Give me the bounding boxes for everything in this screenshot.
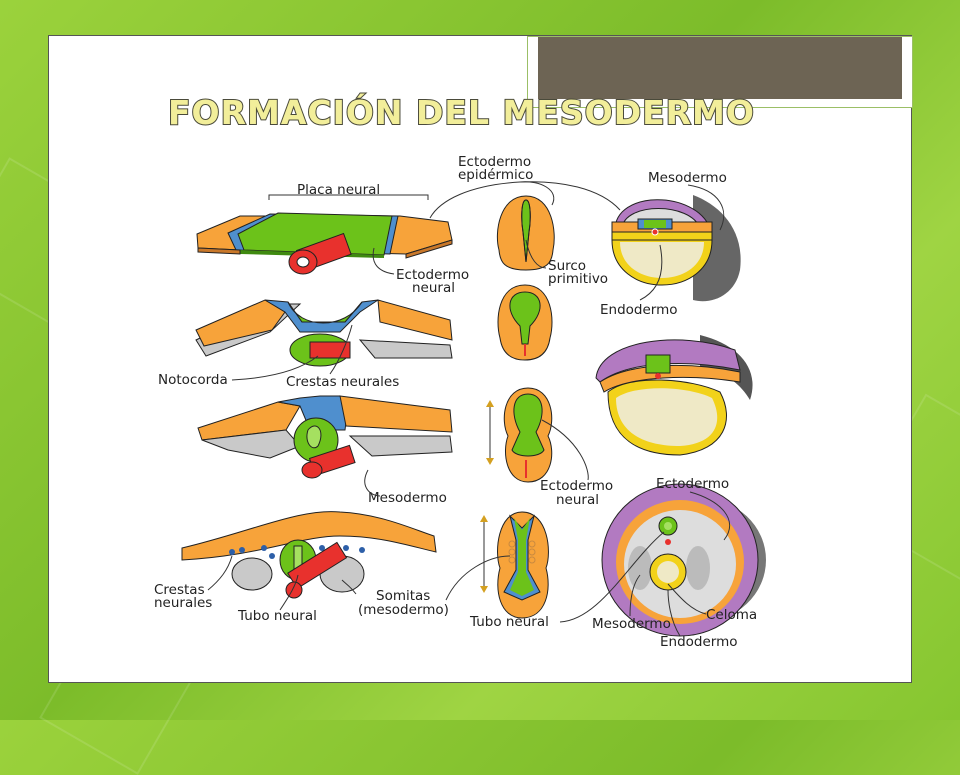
- label-ectodermo-epidermico-2: epidérmico: [458, 167, 533, 183]
- embryo-disc-4: [497, 511, 549, 619]
- notochord-tube-3: [301, 444, 356, 479]
- mesoderm-diagram: Placa neural Ectodermo epidérmico Mesode…: [154, 154, 766, 650]
- label-surco-2: primitivo: [548, 271, 608, 287]
- neural-plate-slab: [196, 212, 453, 259]
- slide-title-graphic: FORMACIÓN DEL MESODERMO: [167, 91, 755, 133]
- label-crestas-neurales-mid: Crestas neurales: [286, 374, 399, 390]
- slide-canvas: [48, 35, 913, 683]
- label-somitas-2: (mesodermo): [358, 602, 449, 618]
- label-mesodermo-bottom: Mesodermo: [592, 616, 671, 632]
- label-placa-neural: Placa neural: [297, 182, 380, 198]
- slide-title: FORMACIÓN DEL MESODERMO: [168, 92, 755, 132]
- cross-section-2: [595, 335, 753, 456]
- title-placeholder-box: [538, 37, 902, 99]
- label-ectodermo-neural-mid-1: Ectodermo: [540, 478, 613, 494]
- label-crestas-bottom-1: Crestas: [154, 582, 205, 598]
- label-tubo-neural-mid: Tubo neural: [469, 614, 549, 630]
- label-ectodermo-epidermico-1: Ectodermo: [458, 154, 531, 170]
- embryo-disc-2: [497, 284, 553, 361]
- label-celoma: Celoma: [706, 607, 757, 623]
- label-notocorda: Notocorda: [158, 372, 228, 388]
- notochord-tube: [288, 232, 352, 275]
- cross-section-3: [601, 483, 766, 637]
- label-endodermo-bottom: Endodermo: [660, 634, 738, 650]
- neural-tube-slab: [181, 511, 437, 593]
- label-ectodermo-bottom: Ectodermo: [656, 476, 729, 492]
- label-endodermo-top: Endodermo: [600, 302, 678, 318]
- embryo-disc-3: [503, 387, 553, 483]
- label-mesodermo-mid: Mesodermo: [368, 490, 447, 506]
- notochord-tube-2: [309, 341, 351, 359]
- label-somitas-1: Somitas: [376, 588, 430, 604]
- label-ectodermo-neural-top-2: neural: [412, 280, 455, 296]
- title-placeholder-tab: [527, 36, 913, 108]
- label-crestas-bottom-2: neurales: [154, 595, 212, 611]
- neural-fold-slab: [197, 395, 453, 463]
- embryo-disc-1: [496, 195, 555, 271]
- label-ectodermo-neural-mid-2: neural: [556, 492, 599, 508]
- label-tubo-neural-left: Tubo neural: [237, 608, 317, 624]
- label-ectodermo-neural-top-1: Ectodermo: [396, 267, 469, 283]
- label-surco-1: Surco: [548, 258, 586, 274]
- label-mesodermo-top: Mesodermo: [648, 170, 727, 186]
- cross-section-1: [611, 195, 741, 302]
